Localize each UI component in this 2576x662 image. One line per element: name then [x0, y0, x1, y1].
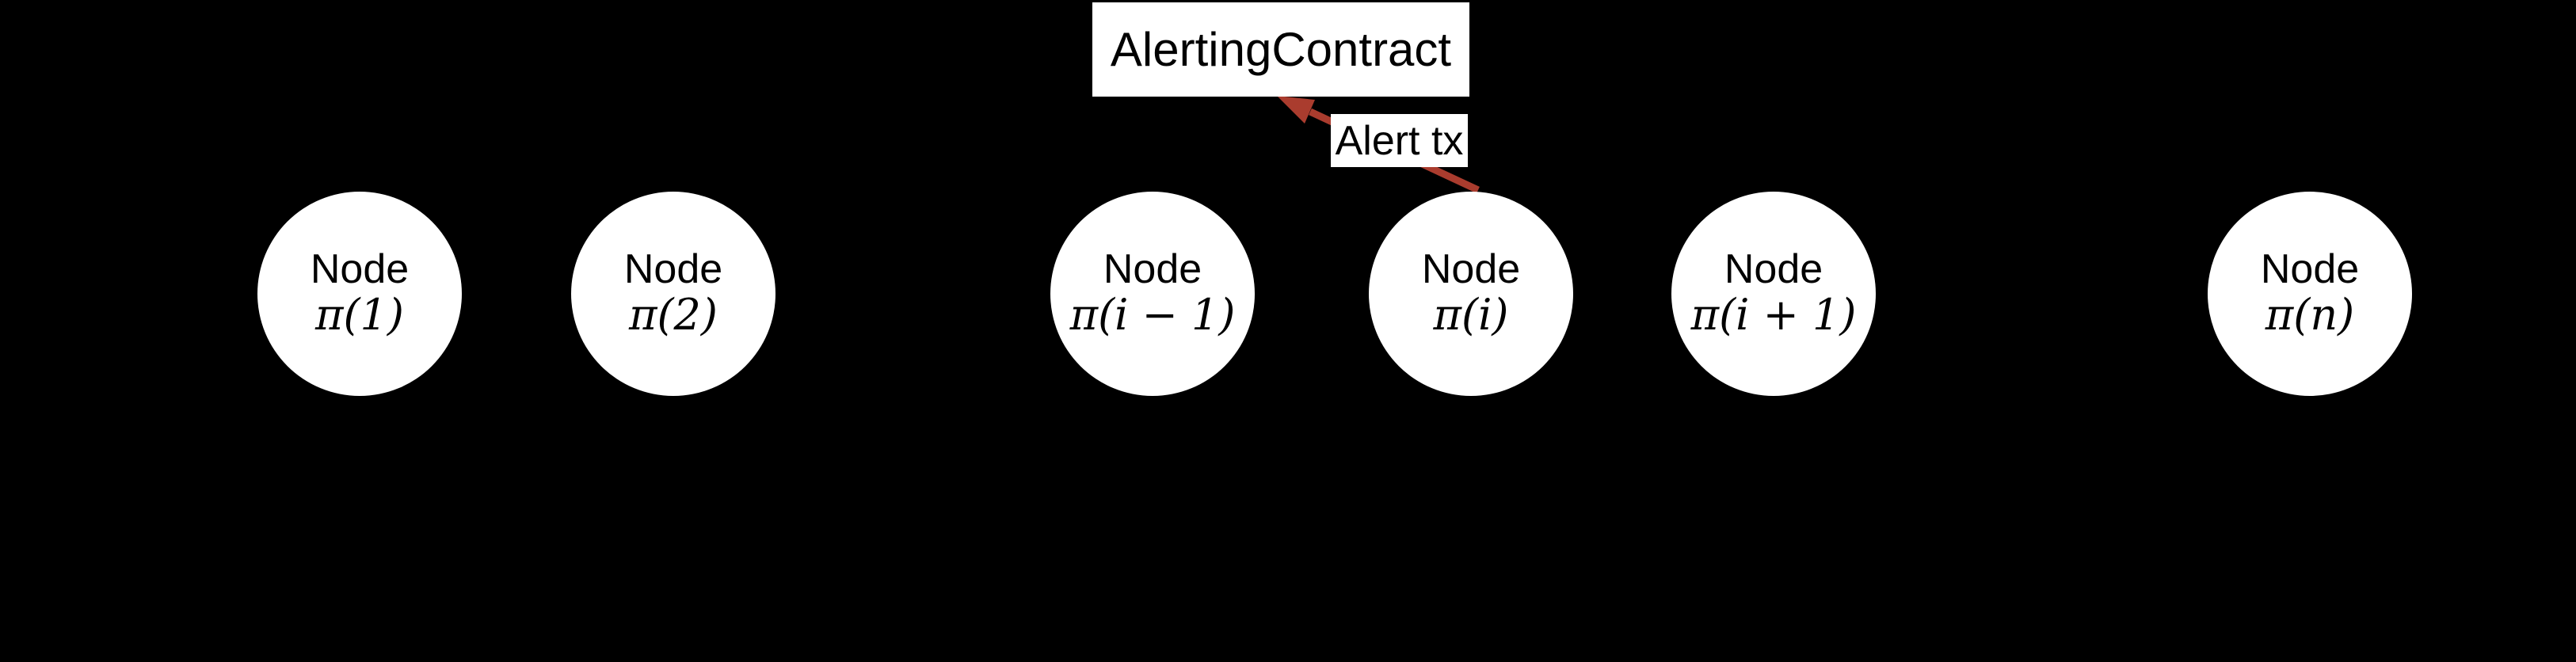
node-title: Node	[1103, 245, 1202, 292]
alerting-contract-box: AlertingContract	[1092, 2, 1469, 97]
alert-tx-label: Alert tx	[1331, 114, 1468, 167]
node-math-label: π(i + 1)	[1690, 290, 1857, 341]
node-pi-i-minus-1: Node π(i − 1)	[1050, 192, 1255, 396]
node-math-label: π(2)	[629, 290, 718, 341]
node-math-label: π(i)	[1433, 290, 1509, 341]
node-pi-1: Node π(1)	[257, 192, 462, 396]
node-pi-i-plus-1: Node π(i + 1)	[1671, 192, 1876, 396]
node-math-label: π(n)	[2265, 290, 2355, 341]
node-pi-2: Node π(2)	[571, 192, 775, 396]
node-pi-n: Node π(n)	[2208, 192, 2412, 396]
node-title: Node	[310, 245, 410, 292]
node-math-label: π(1)	[315, 290, 404, 341]
node-pi-i: Node π(i)	[1369, 192, 1573, 396]
alerting-contract-label: AlertingContract	[1110, 23, 1452, 76]
node-title: Node	[1421, 245, 1521, 292]
alert-tx-text: Alert tx	[1335, 117, 1464, 164]
alert-arrowhead-icon	[1277, 96, 1315, 124]
node-title: Node	[2260, 245, 2360, 292]
node-title: Node	[1724, 245, 1823, 292]
node-math-label: π(i − 1)	[1069, 290, 1236, 341]
node-title: Node	[623, 245, 723, 292]
